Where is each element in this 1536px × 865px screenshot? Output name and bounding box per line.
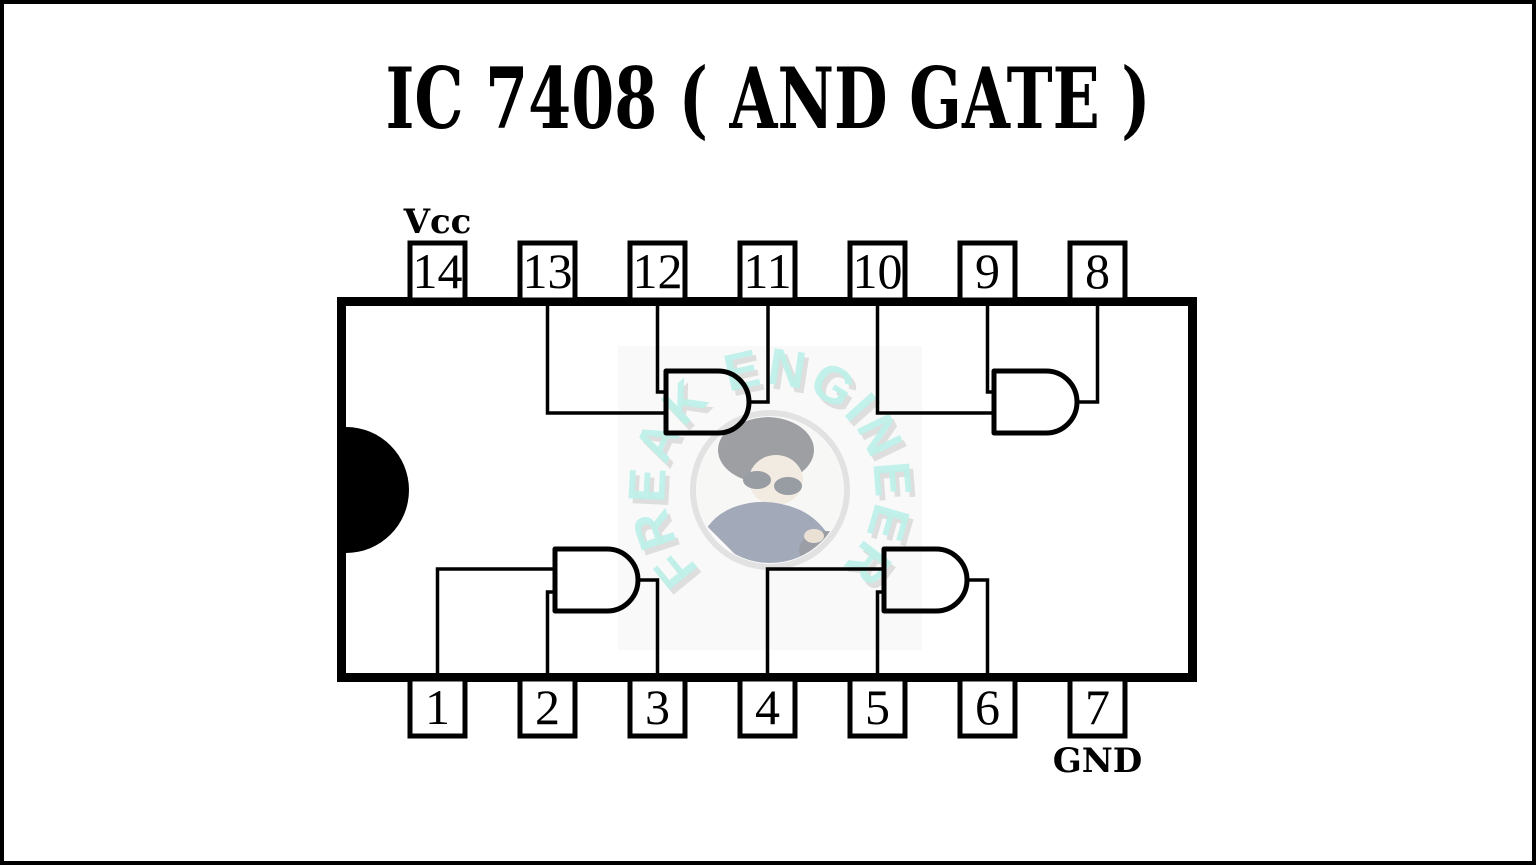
pin-8-box (1067, 240, 1128, 303)
photo-person-sunglasses-lens (774, 477, 802, 495)
and-gate-2 (991, 368, 1080, 436)
wire-pin12-gate1-input (655, 302, 666, 394)
pin-12: 12 (627, 240, 688, 303)
pin-4-number: 4 (755, 679, 780, 735)
pin-10-box (847, 240, 908, 303)
pin-7-number: 7 (1085, 679, 1110, 735)
pin-4-box (737, 676, 798, 739)
wire-gate3-output-pin3 (638, 578, 660, 680)
pin-9-box (957, 240, 1018, 303)
pin-9-number: 9 (975, 243, 1000, 299)
pin-11-box (737, 240, 798, 303)
pin-4: 4 (737, 676, 798, 739)
pin-7-box (1067, 676, 1128, 739)
ic-notch (346, 427, 409, 553)
pin-13-box (517, 240, 578, 303)
vcc-label: Vcc (403, 202, 472, 242)
photo-person-shirt (697, 501, 842, 563)
pin-1-number: 1 (425, 679, 450, 735)
pin-14-box (407, 240, 468, 303)
and-gate-4 (881, 546, 970, 614)
pin-6-box (957, 676, 1018, 739)
watermark-photo (697, 417, 843, 563)
gnd-label: GND (1053, 741, 1143, 781)
pin-5-box (847, 676, 908, 739)
pin-6: 6 (957, 676, 1018, 739)
pin-11: 11 (737, 240, 798, 303)
page-title: IC 7408 ( AND GATE ) (386, 49, 1151, 148)
photo-person-hair (718, 417, 814, 483)
wire-pin1-gate3-input (435, 567, 555, 680)
pin-10-number: 10 (853, 243, 903, 299)
pin-8-number: 8 (1085, 243, 1110, 299)
watermark-photo-ring (690, 410, 850, 570)
bottom-pin-row: 1 2 3 4 5 6 7 (407, 676, 1128, 739)
wire-pin13-gate1-input (545, 302, 666, 415)
pin-7: 7 (1067, 676, 1128, 739)
pin-5-number: 5 (865, 679, 890, 735)
top-pin-row: 14 13 12 11 10 9 (407, 240, 1128, 303)
pin-13: 13 (517, 240, 578, 303)
pin-2-number: 2 (535, 679, 560, 735)
watermark-background (618, 346, 922, 650)
pin-3-box (627, 676, 688, 739)
wire-gate1-output-pin11 (749, 302, 770, 404)
pin-12-number: 12 (633, 243, 683, 299)
photo-person-sunglasses (743, 471, 771, 489)
watermark: FREAK ENGINEER FREAK ENGINEER (618, 338, 923, 650)
wire-pin4-gate4-input (765, 567, 884, 680)
photo-backdrop (697, 417, 843, 563)
and-gate-1 (663, 368, 752, 436)
pin-9: 9 (957, 240, 1018, 303)
pin-2-box (517, 676, 578, 739)
wire-gate2-output-pin8 (1077, 302, 1100, 404)
pin-5: 5 (847, 676, 908, 739)
pin-1-box (407, 676, 468, 739)
photo-person-hand (804, 529, 824, 543)
wire-pin10-gate2-input (875, 302, 994, 415)
pin-10: 10 (847, 240, 908, 303)
pin-12-box (627, 240, 688, 303)
wire-gate4-output-pin6 (967, 578, 990, 680)
photo-person-face (749, 455, 803, 505)
pin-3-number: 3 (645, 679, 670, 735)
pin-11-number: 11 (743, 243, 791, 299)
pin-8: 8 (1067, 240, 1128, 303)
pin-14: 14 (407, 240, 468, 303)
pin-2: 2 (517, 676, 578, 739)
pin-1: 1 (407, 676, 468, 739)
pin-6-number: 6 (975, 679, 1000, 735)
pin-14-number: 14 (413, 243, 463, 299)
pin-13-number: 13 (523, 243, 573, 299)
and-gate-3 (552, 546, 641, 614)
pin-3: 3 (627, 676, 688, 739)
